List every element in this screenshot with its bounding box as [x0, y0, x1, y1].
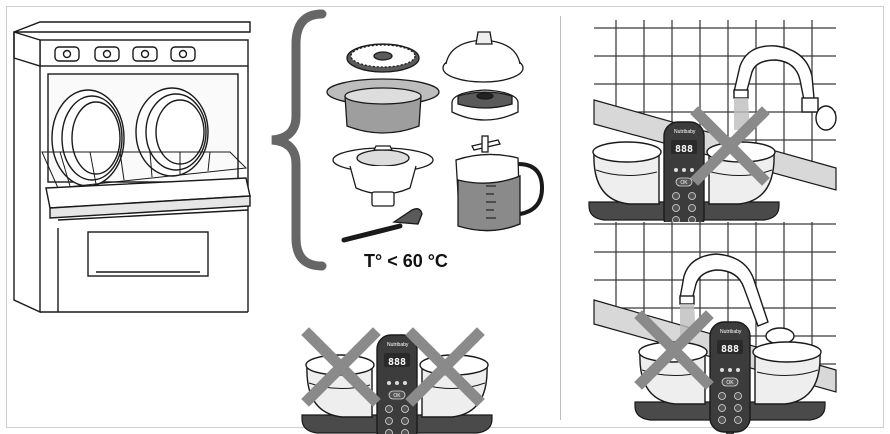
- storage-container: [451, 89, 519, 121]
- device-ok-label: OK: [393, 393, 401, 399]
- steamer-disc: [346, 43, 420, 73]
- device-ok-label: OK: [680, 180, 688, 186]
- spatula: [341, 208, 423, 243]
- filter-basket: [332, 145, 434, 207]
- jug-scale: [486, 185, 496, 219]
- section-divider: [560, 16, 561, 420]
- device-brand-label: Nutribaby: [674, 129, 696, 135]
- mixing-blade: [471, 135, 501, 153]
- parts-group: [326, 31, 545, 243]
- device-rinse-top: Nutribaby 888 OK: [588, 114, 780, 241]
- device-rinse-bottom: Nutribaby 888 OK: [634, 318, 826, 434]
- measuring-jug: [455, 153, 545, 232]
- device-display: 888: [675, 144, 693, 155]
- temperature-note: T° < 60 °C: [364, 251, 448, 271]
- dishwasher-illustration: [13, 21, 251, 314]
- dishwasher-rack: [41, 151, 248, 189]
- device-brand-label: Nutribaby: [387, 342, 409, 348]
- device-no-dishwasher: Nutribaby 888 OK: [301, 335, 493, 434]
- device-brand-label: Nutribaby: [720, 329, 742, 335]
- dishwasher-plates: [51, 87, 209, 187]
- device-ok-label: OK: [726, 380, 734, 386]
- steamer-basket: [326, 78, 440, 134]
- faucet-bottom: [679, 253, 795, 345]
- dishwasher-knobs: [54, 46, 196, 62]
- curly-brace: [271, 9, 327, 271]
- faucet-top: [733, 45, 837, 131]
- lid: [442, 31, 524, 83]
- water-stream-top: [734, 98, 750, 130]
- device-display: 888: [721, 344, 739, 355]
- device-display: 888: [388, 357, 406, 368]
